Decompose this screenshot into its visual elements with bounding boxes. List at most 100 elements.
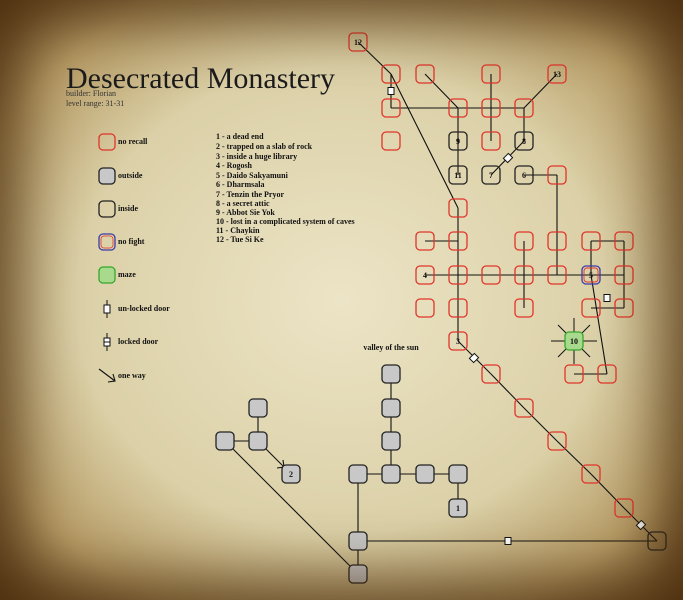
room-g1 [415, 231, 435, 251]
note-3: 3 - inside a huge library [216, 152, 298, 161]
door-icon [502, 152, 514, 164]
note-11: 11 - Chaykin [216, 226, 260, 235]
room-a1 [381, 64, 401, 84]
room-h5 [547, 265, 567, 285]
room-k4 [614, 498, 634, 518]
room-label-r5: 5 [589, 271, 593, 280]
room-label-r7: 7 [489, 171, 493, 180]
level-range: level range: 31-31 [66, 99, 125, 108]
unlocked-door-icon [103, 304, 111, 314]
legend-label-no-fight: no fight [118, 237, 145, 246]
passage-line [424, 73, 459, 109]
legend-label-outside: outside [118, 171, 143, 180]
room-e1 [547, 165, 567, 185]
room-w3 [248, 431, 268, 451]
room-a2 [381, 98, 401, 118]
note-4: 4 - Rogosh [216, 161, 253, 170]
note-1: 1 - a dead end [216, 132, 264, 141]
room-b1 [415, 64, 435, 84]
legend-label-one-way: one way [118, 371, 146, 380]
room-r2 [281, 464, 301, 484]
room-d2 [481, 98, 501, 118]
room-j3 [597, 364, 617, 384]
room-r12 [348, 32, 368, 52]
room-g6 [614, 231, 634, 251]
room-r13 [547, 64, 567, 84]
room-r1 [448, 498, 468, 518]
room-r9 [448, 131, 468, 151]
area-label-valley-of-the-sun: valley of the sun [363, 343, 419, 352]
builder-credit: builder: Florian [66, 89, 116, 98]
room-v2 [381, 398, 401, 418]
note-9: 9 - Abbot Sie Yok [216, 208, 275, 217]
room-label-r3: 3 [456, 337, 460, 346]
room-h2 [448, 265, 468, 285]
room-i4 [581, 298, 601, 318]
note-8: 8 - a secret attic [216, 199, 270, 208]
room-j1 [481, 364, 501, 384]
note-5: 5 - Daido Sakyamuni [216, 171, 288, 180]
room-d1 [448, 98, 468, 118]
door-icon [504, 537, 512, 545]
room-i3 [514, 298, 534, 318]
room-v4 [381, 464, 401, 484]
legend-swatch-inside [98, 200, 116, 218]
room-h7 [614, 265, 634, 285]
room-label-r8: 8 [522, 137, 526, 146]
map-title: Desecrated Monastery [66, 62, 336, 95]
room-g4 [547, 231, 567, 251]
one-way-icon [107, 373, 116, 383]
room-label-r1: 1 [456, 504, 460, 513]
passage-line [523, 407, 558, 442]
room-r8 [514, 131, 534, 151]
room-v1 [381, 364, 401, 384]
room-k2 [547, 431, 567, 451]
room-label-r6: 6 [522, 171, 526, 180]
room-v5 [348, 464, 368, 484]
door-icon [635, 519, 647, 531]
room-g2 [448, 231, 468, 251]
room-v6 [415, 464, 435, 484]
room-i5 [614, 298, 634, 318]
note-2: 2 - trapped on a slab of rock [216, 142, 313, 151]
room-f0 [448, 198, 468, 218]
room-label-r11: 11 [454, 171, 462, 180]
room-r6 [514, 165, 534, 185]
passage-line [523, 73, 558, 109]
room-w2 [215, 431, 235, 451]
room-r4 [415, 265, 435, 285]
legend-swatch-inner [100, 235, 114, 249]
room-label-r2: 2 [289, 470, 293, 479]
note-6: 6 - Dharmsala [216, 180, 265, 189]
room-label-r10: 10 [570, 337, 578, 346]
room-v8 [348, 531, 368, 551]
room-v3 [381, 431, 401, 451]
note-7: 7 - Tenzin the Pryor [216, 190, 284, 199]
room-r10 [564, 331, 584, 351]
door-icon [387, 87, 395, 95]
passage-line [556, 440, 592, 475]
room-d3 [514, 98, 534, 118]
room-g3 [514, 231, 534, 251]
legend-label-unlocked-door: un-locked door [118, 304, 170, 313]
room-k5 [647, 531, 667, 551]
room-w1 [248, 398, 268, 418]
legend-swatch-outside [98, 167, 116, 185]
one-way-legend-line [98, 368, 116, 382]
legend-label-no-recall: no recall [118, 137, 148, 146]
passage-line [224, 440, 359, 575]
room-i2 [448, 298, 468, 318]
passage-line [357, 41, 392, 75]
room-label-r9: 9 [456, 137, 460, 146]
room-h4 [514, 265, 534, 285]
room-r11 [448, 165, 468, 185]
passage-line [590, 274, 608, 375]
room-r5 [581, 265, 601, 285]
room-v7 [448, 464, 468, 484]
legend-swatch-norecall [98, 133, 116, 151]
room-label-r13: 13 [553, 70, 561, 79]
note-10: 10 - lost in a complicated system of cav… [216, 217, 355, 226]
passage-line [590, 473, 625, 509]
room-g5 [581, 231, 601, 251]
